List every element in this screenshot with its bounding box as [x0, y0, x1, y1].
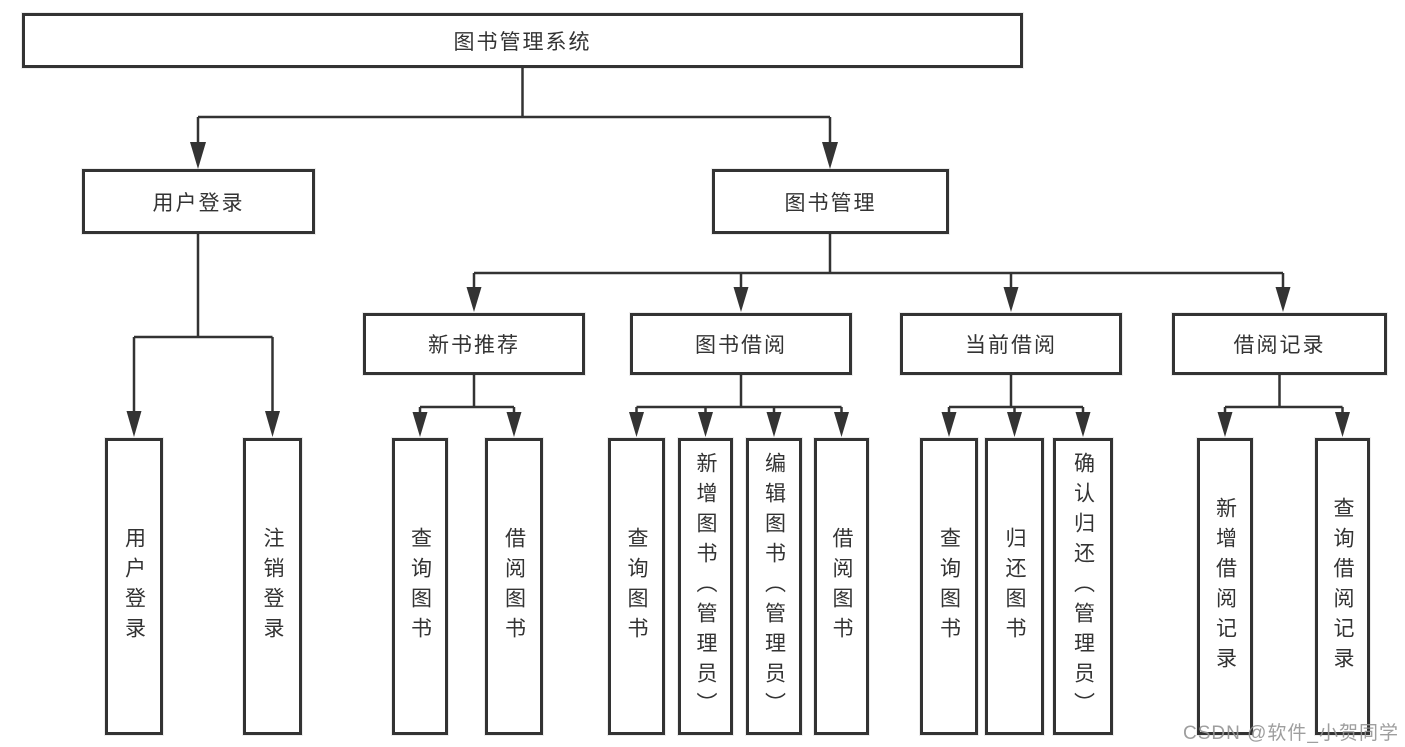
node-library-management-system: 图书管理系统	[22, 13, 1023, 68]
node-current-borrowing: 当前借阅	[900, 313, 1122, 375]
leaf-add-borrow-record: 新增借阅记录	[1197, 438, 1253, 735]
node-new-book-recommendation: 新书推荐	[363, 313, 585, 375]
leaf-edit-books-admin: 编辑图书（管理员）	[746, 438, 802, 735]
node-borrowing-records: 借阅记录	[1172, 313, 1387, 375]
node-user-login: 用户登录	[82, 169, 315, 234]
leaf-add-books-admin: 新增图书（管理员）	[678, 438, 733, 735]
leaf-query-books-recommend: 查询图书	[392, 438, 448, 735]
leaf-query-books-current: 查询图书	[920, 438, 978, 735]
csdn-watermark: CSDN @软件_小贺同学	[1183, 723, 1399, 744]
leaf-logout: 注销登录	[243, 438, 302, 735]
leaf-return-books: 归还图书	[985, 438, 1044, 735]
node-book-borrowing: 图书借阅	[630, 313, 852, 375]
node-book-management: 图书管理	[712, 169, 949, 234]
leaf-query-borrow-record: 查询借阅记录	[1315, 438, 1370, 735]
leaf-borrow-books: 借阅图书	[814, 438, 869, 735]
leaf-borrow-books-recommend: 借阅图书	[485, 438, 543, 735]
leaf-query-books-borrow: 查询图书	[608, 438, 665, 735]
leaf-confirm-return-admin: 确认归还（管理员）	[1053, 438, 1113, 735]
leaf-user-login: 用户登录	[105, 438, 163, 735]
